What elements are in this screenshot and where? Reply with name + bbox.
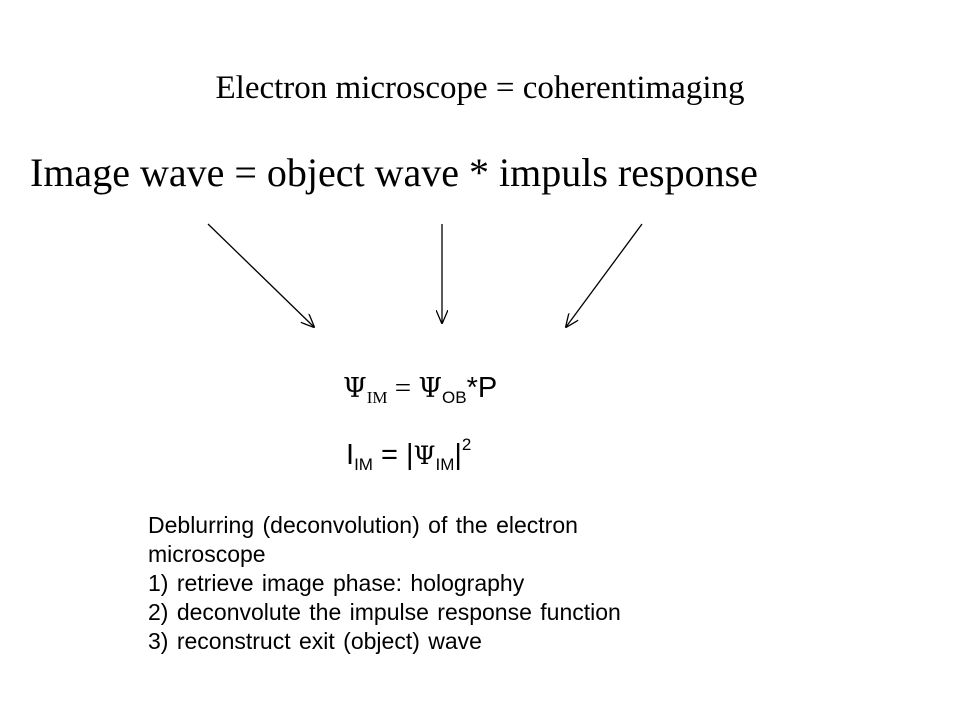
subscript-ob: OB bbox=[442, 388, 467, 407]
convolve-p: *P bbox=[466, 372, 498, 404]
intensity-symbol: I bbox=[346, 439, 355, 471]
arrow-right bbox=[566, 223, 643, 327]
psi-symbol: Ψ bbox=[413, 441, 436, 470]
notes-line: microscope bbox=[148, 541, 266, 567]
subscript-im: IM bbox=[354, 455, 373, 474]
psi-symbol: Ψ bbox=[343, 373, 367, 404]
equals-sign: = bbox=[387, 372, 419, 404]
deblurring-notes: Deblurring (deconvolution) of the electr… bbox=[148, 511, 868, 656]
step-2: 2) deconvolute the impulse response func… bbox=[148, 599, 621, 625]
step-1: 1) retrieve image phase: holography bbox=[148, 570, 525, 596]
step-3: 3) reconstruct exit (object) wave bbox=[148, 628, 482, 654]
subscript-im: IM bbox=[435, 455, 455, 474]
intensity-formula: IIM = |ΨIM|2 bbox=[346, 427, 471, 483]
closing-bar: | bbox=[454, 439, 462, 471]
notes-line: Deblurring (deconvolution) of the electr… bbox=[148, 512, 578, 538]
subscript-im: IM bbox=[366, 388, 388, 407]
image-wave-equation: Image wave = object wave * impuls respon… bbox=[30, 150, 758, 195]
psi-symbol: Ψ bbox=[418, 373, 443, 404]
slide-title: Electron microscope = coherentimaging bbox=[215, 70, 745, 106]
equals-bar: = | bbox=[372, 439, 414, 471]
exponent: 2 bbox=[461, 435, 472, 454]
arrow-left bbox=[207, 223, 314, 327]
wave-convolution-formula: ΨIM = ΨOB*P bbox=[343, 370, 497, 416]
